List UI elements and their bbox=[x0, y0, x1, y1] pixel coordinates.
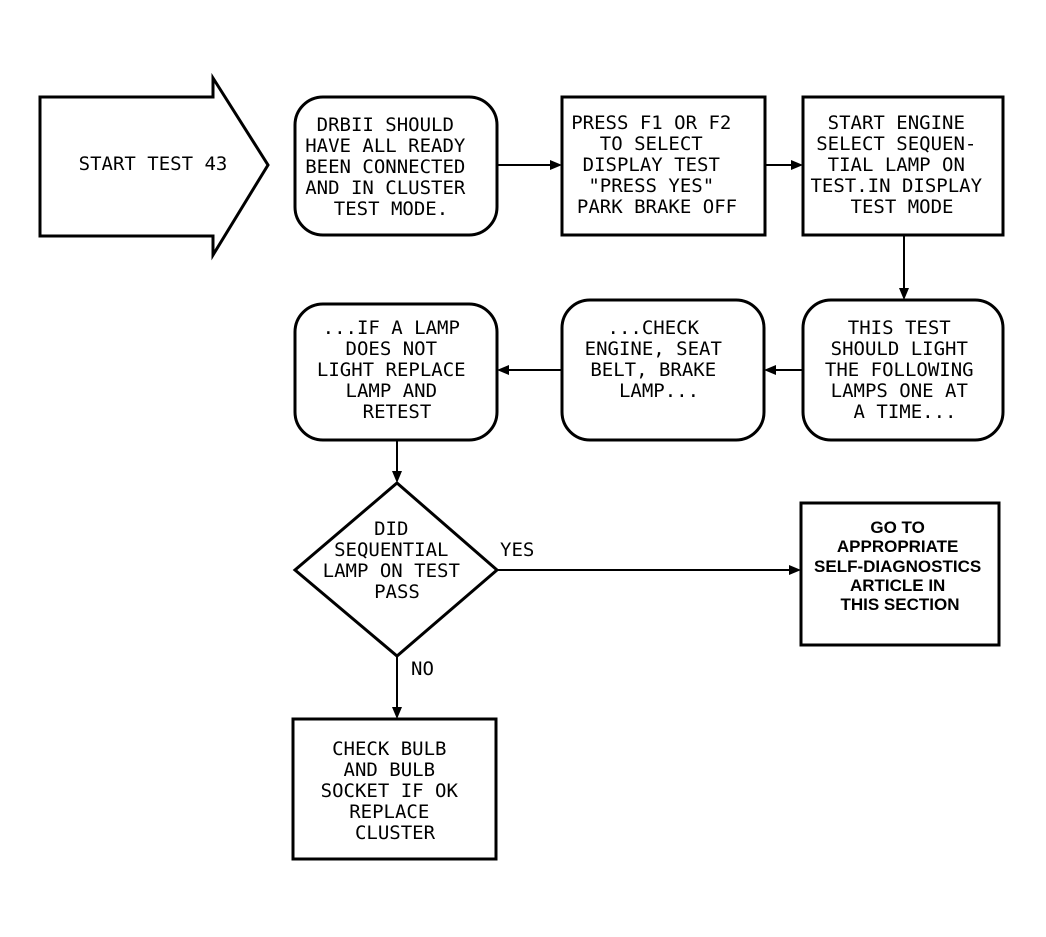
step-press-line-2: TO SELECT bbox=[600, 133, 703, 155]
step-engine-line-4: TEST.IN DISPLAY bbox=[810, 175, 982, 197]
connector-lamps-to-check bbox=[764, 365, 803, 375]
svg-text:CHECK BULB AND BULB: CHECK BULB AND BULB SOCKET IF OK REPLACE… bbox=[321, 738, 470, 844]
no-label: NO bbox=[411, 658, 434, 680]
step-press-line-3: DISPLAY TEST bbox=[583, 154, 720, 176]
step-replace-line-2: DOES NOT bbox=[346, 338, 438, 360]
decision-line-1: DID bbox=[374, 518, 408, 540]
step-check-line-2: ENGINE, SEAT bbox=[585, 338, 722, 360]
step-lamps-line-2: SHOULD LIGHT bbox=[831, 338, 968, 360]
step-lamps-line-1: THIS TEST bbox=[848, 317, 951, 339]
step-press-f1-f2: PRESS F1 OR F2 TO SELECT DISPLAY TEST "P… bbox=[560, 95, 767, 237]
bulb-line-3: SOCKET IF OK bbox=[321, 780, 459, 802]
goto-line-5: THIS SECTION bbox=[840, 595, 959, 614]
connector-check-to-replace bbox=[497, 365, 562, 375]
start-label: START TEST 43 bbox=[79, 153, 228, 175]
step-engine-line-1: START ENGINE bbox=[828, 112, 965, 134]
step-drbii-line-3: BEEN CONNECTED bbox=[305, 156, 465, 178]
step-replace-line-4: LAMP AND bbox=[346, 380, 438, 402]
step-test-lamps: THIS TEST SHOULD LIGHT THE FOLLOWING LAM… bbox=[801, 298, 1005, 442]
decision-line-4: PASS bbox=[374, 581, 420, 603]
step-lamps-line-3: THE FOLLOWING bbox=[825, 359, 974, 381]
step-replace-lamp: ...IF A LAMP DOES NOT LIGHT REPLACE LAMP… bbox=[293, 302, 499, 442]
step-replace-line-5: RETEST bbox=[363, 401, 432, 423]
svg-text:PRESS F1 OR F2 TO SELECT: PRESS F1 OR F2 TO SELECT DISPLAY TEST "P… bbox=[571, 112, 743, 218]
connector-engine-to-lamps bbox=[899, 235, 909, 300]
step-replace-line-3: LIGHT REPLACE bbox=[317, 359, 466, 381]
yes-label: YES bbox=[500, 539, 534, 561]
connector-press-to-engine bbox=[765, 160, 803, 170]
step-press-line-4: "PRESS YES" bbox=[588, 175, 714, 197]
goto-line-1: GO TO bbox=[870, 518, 924, 537]
step-lamps-line-4: LAMPS ONE AT bbox=[831, 380, 968, 402]
step-engine-line-2: SELECT SEQUEN- bbox=[816, 133, 976, 155]
bulb-line-5: CLUSTER bbox=[355, 822, 436, 844]
goto-line-3: SELF-DIAGNOSTICS bbox=[814, 557, 981, 576]
svg-text:GO TO APPROPRIATE: GO TO APPROPRIATE SELF-DIAGNOSTICS ARTIC… bbox=[814, 518, 986, 614]
decision-line-3: LAMP ON TEST bbox=[323, 560, 460, 582]
bulb-line-4: REPLACE bbox=[349, 801, 429, 823]
outcome-check-bulb: CHECK BULB AND BULB SOCKET IF OK REPLACE… bbox=[291, 717, 498, 861]
step-drbii-connected: DRBII SHOULD HAVE ALL READY BEEN CONNECT… bbox=[293, 95, 499, 237]
svg-text:...CHECK ENGINE, SEAT: ...CHECK ENGINE, SEAT BELT, BRAKE LAMP..… bbox=[585, 317, 734, 402]
svg-text:THIS TEST SHOULD LIGHT: THIS TEST SHOULD LIGHT THE FOLLOWING LAM… bbox=[825, 317, 985, 423]
connector-drbii-to-press bbox=[497, 160, 562, 170]
outcome-goto-article: GO TO APPROPRIATE SELF-DIAGNOSTICS ARTIC… bbox=[799, 501, 1001, 647]
svg-text:START ENGINE SELECT SEQU: START ENGINE SELECT SEQUEN- TIAL LAMP ON… bbox=[810, 112, 993, 218]
connector-decision-yes bbox=[497, 565, 801, 575]
step-press-line-5: PARK BRAKE OFF bbox=[577, 196, 737, 218]
step-start-engine: START ENGINE SELECT SEQUEN- TIAL LAMP ON… bbox=[801, 95, 1005, 237]
goto-line-4: ARTICLE IN bbox=[850, 576, 945, 595]
step-drbii-line-5: TEST MODE. bbox=[334, 198, 448, 220]
svg-text:...IF A LAMP DOES NOT: ...IF A LAMP DOES NOT LIGHT REPLACE LAMP… bbox=[317, 317, 477, 423]
connector-decision-no bbox=[392, 656, 402, 719]
step-check-line-3: BELT, BRAKE bbox=[590, 359, 716, 381]
goto-line-2: APPROPRIATE bbox=[837, 537, 959, 556]
step-drbii-line-4: AND IN CLUSTER bbox=[305, 177, 466, 199]
step-check-line-4: LAMP... bbox=[619, 380, 699, 402]
decision-line-2: SEQUENTIAL bbox=[334, 539, 448, 561]
start-arrow: START TEST 43 bbox=[38, 72, 270, 261]
step-replace-line-1: ...IF A LAMP bbox=[323, 317, 460, 339]
step-engine-line-3: TIAL LAMP ON bbox=[828, 154, 965, 176]
step-lamps-line-5: A TIME... bbox=[854, 401, 957, 423]
svg-text:DRBII SHOULD HAVE ALL RE: DRBII SHOULD HAVE ALL READY BEEN CONNECT… bbox=[305, 114, 477, 220]
svg-text:DID SEQUENTIAL LAM: DID SEQUENTIAL LAMP ON TEST PASS bbox=[323, 518, 472, 603]
step-engine-line-5: TEST MODE bbox=[851, 196, 954, 218]
step-check-line-1: ...CHECK bbox=[608, 317, 700, 339]
step-press-line-1: PRESS F1 OR F2 bbox=[571, 112, 731, 134]
decision-diamond: DID SEQUENTIAL LAMP ON TEST PASS bbox=[292, 481, 500, 658]
step-check-lamps: ...CHECK ENGINE, SEAT BELT, BRAKE LAMP..… bbox=[560, 298, 766, 442]
step-drbii-line-2: HAVE ALL READY bbox=[305, 135, 466, 157]
connector-replace-to-decision bbox=[392, 440, 402, 483]
step-drbii-line-1: DRBII SHOULD bbox=[317, 114, 454, 136]
bulb-line-1: CHECK BULB bbox=[332, 738, 446, 760]
bulb-line-2: AND BULB bbox=[344, 759, 436, 781]
